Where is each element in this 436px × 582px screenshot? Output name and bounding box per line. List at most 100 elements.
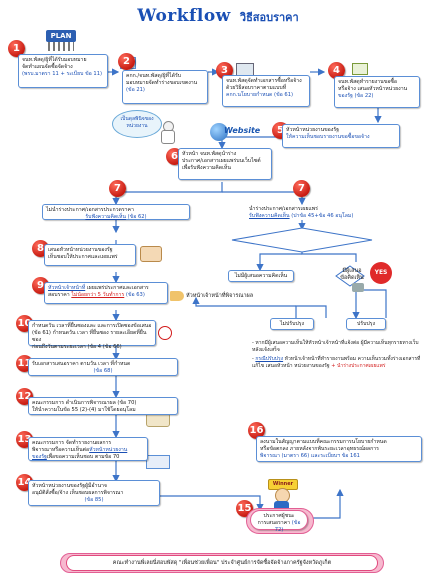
step-badge-1: 1 — [8, 40, 25, 57]
chart-clipart-icon — [352, 63, 368, 75]
step-10-line3: ก่อนถึงวันตามระยะเวลา (ข้อ 4 (ข้อ 66) — [32, 344, 122, 350]
change-box: ปรับปรุง — [346, 318, 386, 330]
step-8-line1: เสนอหัวหน้าหน่วยงานของรัฐ — [48, 247, 113, 253]
step-16-line2: หรือข้อตกลง ภายหลังจากพ้นระยะเวลาอุทธรณ์… — [260, 446, 379, 452]
step-9-box: หัวหน้าเจ้าหน้าที่ เผยแพร่ประกาศและเอกสา… — [44, 282, 168, 304]
step-12-box: คณะกรรมการ ดำเนินการพิจารณาผล (ข้อ 70) ใ… — [28, 397, 178, 415]
no-comment-box: ไม่มีผู้เสนอความคิดเห็น — [228, 270, 294, 282]
step-15-box: ประกาศผู้ชนะ การเสนอราคา (ข้อ 72) — [250, 510, 308, 533]
title-thai: วิธีสอบราคา — [239, 11, 299, 24]
step-15-ref: (ข้อ 72) — [274, 520, 301, 533]
step-10-line2: (ข้อ 61) กำหนดวัน เวลา ที่ยื่นซอง รายละเ… — [32, 330, 147, 343]
step-4-line1: จนท.พัสดุทำรายงานขอซื้อ — [338, 79, 397, 85]
step-4-line3: ของรัฐ (ข้อ 22) — [338, 93, 374, 99]
bubble-line2: หน่วยงาน — [126, 123, 148, 129]
no-comment-label: ไม่มีผู้เสนอความคิดเห็น — [234, 273, 288, 279]
step-16-line3: พิจารณา (มาตรา 66) และระเบียบฯ ข้อ 161 — [260, 453, 360, 459]
step-14-line3: (ข้อ 85) — [84, 497, 104, 503]
step-2-line3: (ข้อ 21) — [126, 87, 145, 93]
step-13-line2b: หัวหน้าหน่วยงาน — [89, 447, 128, 453]
step-7a-ref: (ข้อ 62) — [127, 214, 147, 220]
step-11-box: รับเอกสารเสนอราคา ตามวัน เวลา ที่กำหนด (… — [28, 358, 178, 376]
step-9-deadline: ไม่น้อยกว่า 5 วันทำการ — [71, 292, 125, 298]
step-badge-4: 4 — [328, 62, 345, 79]
step-1-box: จนท.พัสดุ/ผู้ที่ได้รับมอบหมาย จัดทำแผนจั… — [18, 54, 108, 88]
step-2-box: คกก./จนท.พัสดุ/ผู้ที่ได้รับ มอบหมายจัดทำ… — [122, 70, 208, 104]
step-13-box: คณะกรรมการ จัดทำรายงานผลการ พิจารณาหรือค… — [28, 437, 148, 461]
step-11-line2: (ข้อ 68) — [93, 368, 113, 374]
step-5-line1: หัวหน้าหน่วยงานของรัฐ — [286, 127, 339, 133]
discretion-bubble: เป็นดุลพินิจของ หน่วยงาน — [112, 110, 162, 138]
step-badge-2: 2 — [118, 53, 135, 70]
step-4-line2: หรือจ้าง เสนอหัวหน้าหน่วยงาน — [338, 86, 408, 92]
step-9-line1: หัวหน้าเจ้าหน้าที่ — [48, 285, 86, 291]
step-7a-line1: ไม่นำร่างประกาศ/เอกสารประกวดราคา — [46, 207, 134, 213]
step-15-line1: ประกาศผู้ชนะ — [263, 513, 295, 519]
manager-clipart-icon — [140, 246, 162, 262]
step-11-line1: รับเอกสารเสนอราคา ตามวัน เวลา ที่กำหนด — [32, 361, 131, 367]
page-title: Workflow วิธีสอบราคา — [0, 6, 436, 26]
step-5-line2: ให้ความเห็นชอบรายงานขอซื้อขอจ้าง — [286, 134, 370, 140]
step-7b-line1: นำร่างประกาศ/เอกสารเผยแพร่ — [249, 206, 318, 212]
step-6-line3: เพื่อรับฟังความคิดเห็น — [182, 165, 231, 171]
step-12-line2: ให้นำความในข้อ 55 (2)-(4) มาใช้โดยอนุโลม — [32, 407, 136, 413]
step-16-box: ลงนามในสัญญาตามแบบที่คณะกรรมการนโยบายกำห… — [256, 436, 422, 462]
step-12-line1: คณะกรรมการ ดำเนินการพิจารณาผล (ข้อ 70) — [32, 400, 137, 406]
bubble-line1: เป็นดุลพินิจของ — [120, 116, 154, 122]
step-6-line2: ประกาศ/เอกสารเผยแพร่บนเว็บไซต์ — [182, 158, 261, 164]
step-1-line2: จัดทำแผนจัดซื้อจัดจ้าง — [22, 64, 73, 70]
step-7a-line2: รับฟังความคิดเห็น — [85, 214, 126, 220]
step-3-line1: จนท.พัสดุจัดทำเอกสารซื้อหรือจ้าง — [226, 78, 302, 84]
step-badge-16: 16 — [248, 422, 265, 439]
step-3-box: จนท.พัสดุจัดทำเอกสารซื้อหรือจ้าง ด้วยวิธ… — [222, 75, 310, 107]
footer-text: คณะทำงานพี่เลยนี่สอบพัสดุ "เพื่อนช่วยเพื… — [66, 555, 378, 571]
officer-check-label: หัวหน้าเจ้าหน้าที่พิจารณาผล — [186, 293, 254, 299]
lock-clipart-icon — [352, 283, 364, 292]
notes-block: - หากมีผู้เสนอความเห็นให้หัวหน้าเจ้าหน้า… — [252, 340, 422, 370]
no-change-label: ไม่ปรับปรุง — [279, 321, 304, 327]
graph-clipart-icon — [146, 455, 170, 469]
step-7a-box: ไม่นำร่างประกาศ/เอกสารประกวดราคา รับฟังค… — [42, 204, 190, 220]
plan-label: PLAN — [46, 30, 76, 42]
step-9-line1b: เผยแพร่ประกาศและเอกสาร — [86, 285, 149, 291]
title-english: Workflow — [137, 6, 231, 26]
step-8-box: เสนอหัวหน้าหน่วยงานของรัฐ เห็นชอบให้ประก… — [44, 244, 136, 266]
step-13-line3b: เพื่อขอความเห็นชอบ ตามข้อ 70 — [46, 454, 120, 460]
step-13-line3: ของรัฐ — [32, 454, 47, 460]
step-9-line2: สอบราคา — [48, 292, 70, 298]
step-1-line1: จนท.พัสดุ/ผู้ที่ได้รับมอบหมาย — [22, 57, 87, 63]
step-badge-7a: 7 — [109, 180, 126, 197]
step-4-box: จนท.พัสดุทำรายงานขอซื้อ หรือจ้าง เสนอหัว… — [334, 76, 420, 108]
step-badge-7b: 7 — [293, 180, 310, 197]
step-7b-ref: (ปาข้อ 45+ข้อ 46 อนุโลม) — [291, 213, 354, 219]
step-14-line2: อนุมัติสั่งซื้อ/จ้าง เห็นชอบผลการพิจารณา — [32, 490, 124, 496]
step-2-line2: มอบหมายจัดทำร่างขอบเขตงาน — [126, 80, 198, 86]
megaphone-clipart-icon — [170, 291, 184, 301]
step-8-line2: เห็นชอบให้ประกาศและเผยแพร่ — [48, 254, 118, 260]
step-3-line2: ด้วยวิธีสอบราคาตามแบบที่ — [226, 85, 287, 91]
step-9-ref: (ข้อ 63) — [125, 292, 145, 298]
step-1-line3: (พรบ.มาตรา 11 + ระเบียบ ข้อ 11) — [22, 71, 103, 77]
step-7b-box: นำร่างประกาศ/เอกสารเผยแพร่ รับฟังความคิด… — [246, 204, 386, 220]
step-10-line1: กำหนดวัน เวลาที่ยื่นซองและ และการเปิดซอง… — [32, 323, 152, 329]
step-14-box: หัวหน้าหน่วยงานของรัฐผู้มีอำนาจ อนุมัติส… — [28, 480, 160, 506]
step-3-line3: คกก.นโยบายกำหนด (ข้อ 61) — [226, 92, 294, 98]
note-1: - หากมีผู้เสนอความเห็นให้หัวหน้าเจ้าหน้า… — [252, 340, 419, 353]
step-13-line2: พิจารณาหรือความเห็นต่อ — [32, 447, 90, 453]
no-change-box: ไม่ปรับปรุง — [270, 318, 314, 330]
step-5-box: หัวหน้าหน่วยงานของรัฐ ให้ความเห็นชอบรายง… — [282, 124, 400, 148]
change-label: ปรับปรุง — [357, 321, 375, 327]
clock-clipart-icon — [158, 326, 172, 340]
winner-clipart-icon: Winner — [268, 479, 298, 509]
step-6-line1: หัวหน้า จนท.พัสดุนำร่าง — [182, 151, 237, 157]
step-10-box: กำหนดวัน เวลาที่ยื่นซองและ และการเปิดซอง… — [28, 320, 156, 350]
note-2: - กรณีปรับปรุง หัวหน้าเจ้าหน้าที่ทำรายงา… — [252, 356, 421, 369]
meeting-clipart-icon — [146, 413, 170, 427]
website-clipart-icon: Website — [210, 121, 260, 141]
step-badge-3: 3 — [216, 62, 233, 79]
step-15-line2: การเสนอราคา — [257, 520, 291, 526]
step-16-line1: ลงนามในสัญญาตามแบบที่คณะกรรมการนโยบายกำห… — [260, 439, 387, 445]
has-comment-label: มีผู้เสนอ ข้อคิดเห็น — [340, 268, 364, 281]
step-7b-line2: รับฟังความคิดเห็น — [249, 213, 290, 219]
